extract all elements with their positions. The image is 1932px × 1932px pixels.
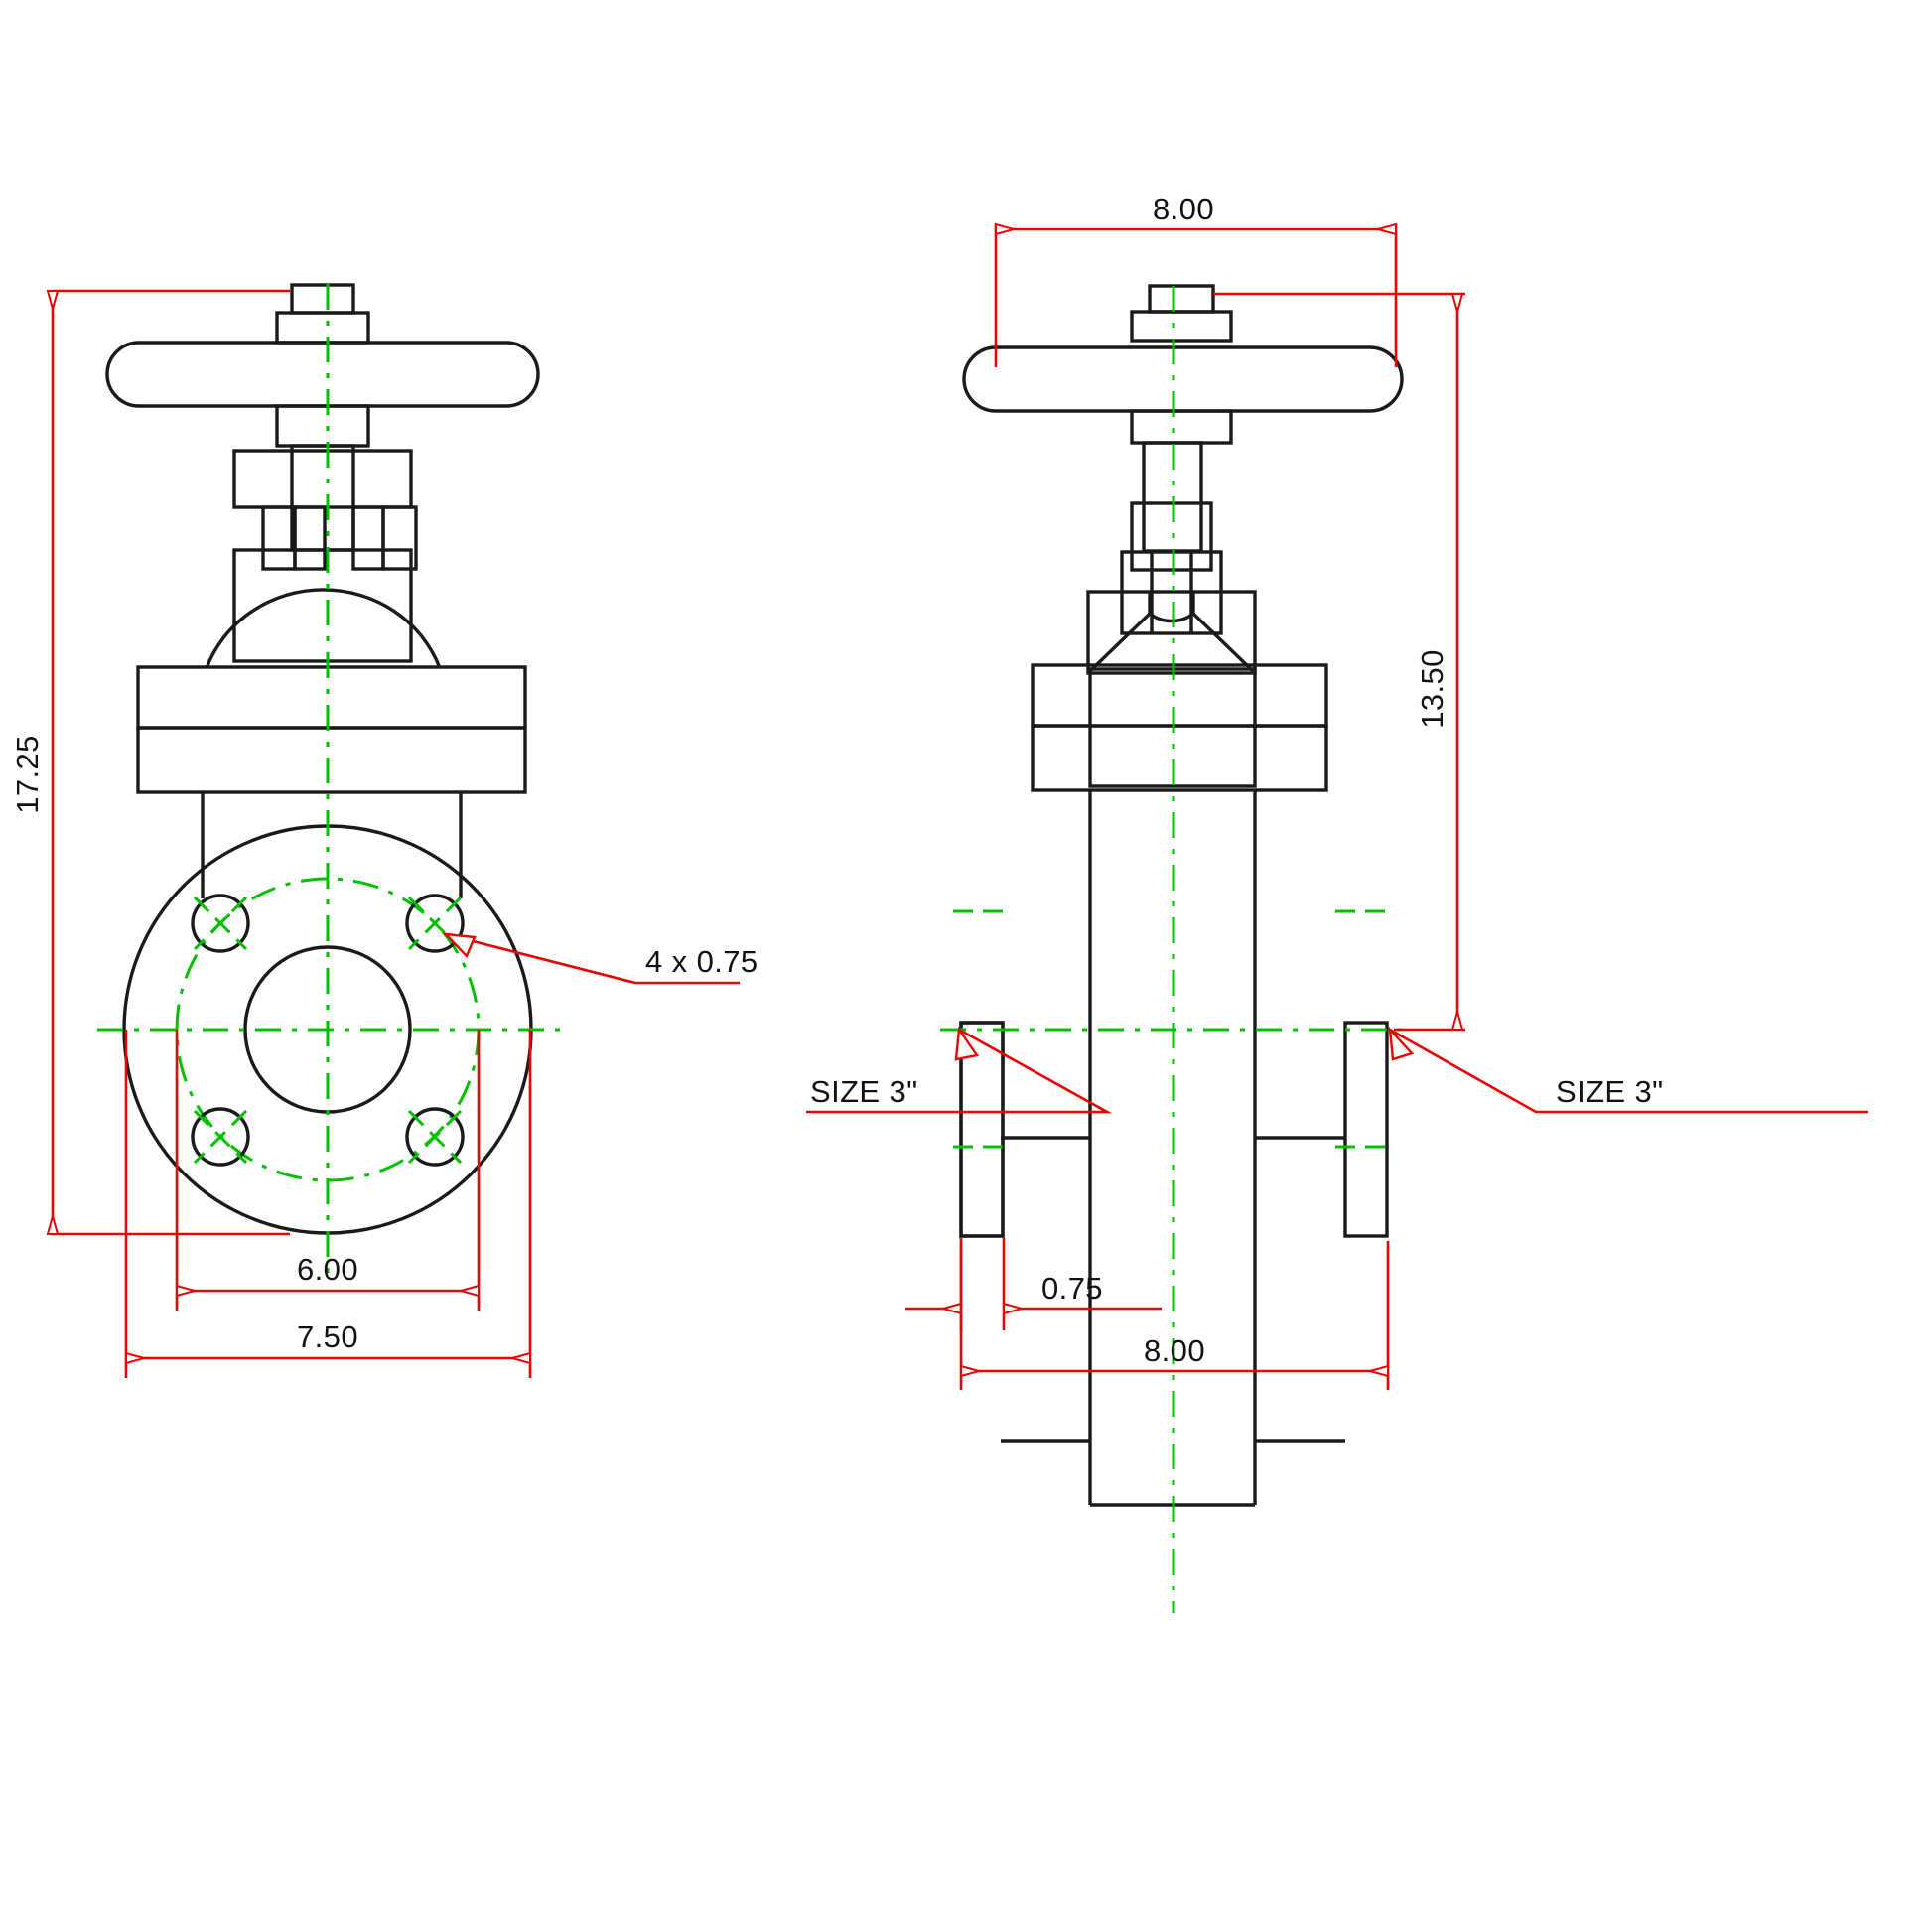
front-yoke-leg-left-outer (261, 505, 297, 571)
front-view (97, 283, 561, 1274)
side-view-dimensions: 8.00 13.50 SIZE 3" SIZE 3" 0.75 (806, 192, 1868, 1390)
dimension-top-width[interactable]: 8.00 (994, 192, 1398, 367)
dim-075-text: 0.75 (1041, 1271, 1103, 1306)
side-view (940, 284, 1413, 1613)
front-bolt-hole-tl-cross-b (193, 896, 248, 951)
side-bonnet-flange-lower (1031, 724, 1328, 792)
side-stem-nut (1130, 310, 1233, 343)
dimension-flange-diameter[interactable]: 7.50 (124, 1030, 532, 1378)
front-view-dimensions: 17.25 6.00 7.50 4 x 0.75 (10, 289, 759, 1378)
front-handwheel-hub (275, 404, 370, 448)
front-stem-nut (275, 311, 370, 345)
dimension-face-to-face[interactable]: 8.00 (959, 1241, 1390, 1390)
dimension-bolt-circle[interactable]: 6.00 (175, 1030, 481, 1311)
front-bolt-hole-bl-cross-b (193, 1109, 248, 1165)
dim-13-5-text: 13.50 (1415, 649, 1449, 729)
dim-6-text: 6.00 (297, 1252, 358, 1287)
front-bolt-hole-top-left (191, 894, 250, 953)
side-left-hub (1001, 1136, 1090, 1443)
front-handwheel-assembly (105, 283, 540, 448)
front-yoke-leg-left-inner (293, 505, 327, 571)
side-bonnet-taper-left (1088, 612, 1152, 673)
side-stem-cap (1148, 284, 1215, 314)
side-handwheel-assembly (962, 284, 1404, 445)
front-bolt-hole-top-right (405, 894, 465, 953)
front-bonnet-flange-upper (136, 665, 527, 730)
front-bonnet-flange-lower (136, 726, 527, 794)
front-bolt-hole-bottom-right (405, 1107, 465, 1167)
dim-top-8-text: 8.00 (1153, 192, 1214, 226)
dim-17-25-text: 17.25 (10, 735, 45, 814)
front-bolt-holes (191, 894, 465, 1167)
dim-4x075-leader (445, 932, 740, 985)
callout-right-arrowhead (1388, 1026, 1415, 1061)
dimension-bolt-holes-callout[interactable]: 4 x 0.75 (442, 932, 759, 985)
callout-left-leader (806, 1028, 1113, 1114)
side-right-end-flange (1343, 1021, 1389, 1238)
side-left-end-flange-body (959, 1021, 1005, 1238)
side-handwheel-bar (962, 345, 1404, 413)
side-gland-follower (1130, 501, 1213, 572)
side-bonnet-shoulder (1086, 590, 1257, 675)
front-bolt-hole-bottom-left (191, 1107, 250, 1167)
callout-right-leader (1389, 1028, 1868, 1114)
side-wedge-nose (1148, 592, 1195, 623)
dim-4x075-arrowhead (442, 932, 477, 959)
front-handwheel-bar (105, 341, 540, 408)
dimension-centerline-height[interactable]: 13.50 (1213, 292, 1465, 1032)
front-yoke-leg-right-outer (381, 505, 418, 571)
callout-port-size-right[interactable]: SIZE 3" (1388, 1026, 1868, 1114)
side-right-hub (1255, 1136, 1345, 1443)
callout-right-text: SIZE 3" (1556, 1074, 1664, 1109)
front-bolt-hole-br-cross-b (407, 1109, 463, 1165)
side-bonnet-taper-right (1191, 612, 1255, 673)
callout-left-text: SIZE 3" (810, 1074, 918, 1109)
dim-4x075-text: 4 x 0.75 (645, 944, 759, 979)
front-yoke-legs (261, 505, 418, 571)
front-valve-stem (290, 444, 355, 552)
callout-left-arrowhead (954, 1026, 980, 1061)
dim-7-5-text: 7.50 (297, 1319, 358, 1354)
front-bonnet (232, 548, 413, 663)
front-bonnet-dome (205, 588, 442, 669)
dimension-overall-height[interactable]: 17.25 (10, 289, 290, 1236)
dimension-flange-thickness[interactable]: 0.75 (905, 1238, 1162, 1330)
dim-bot-8-text: 8.00 (1144, 1333, 1205, 1368)
front-stem-cap (290, 283, 355, 315)
side-handwheel-hub (1130, 409, 1233, 445)
front-bolt-hole-tr-cross-b (407, 896, 463, 951)
front-yoke-leg-right-inner (351, 505, 385, 571)
front-yoke-nut (232, 449, 413, 509)
callout-port-size-left[interactable]: SIZE 3" (806, 1026, 1113, 1114)
